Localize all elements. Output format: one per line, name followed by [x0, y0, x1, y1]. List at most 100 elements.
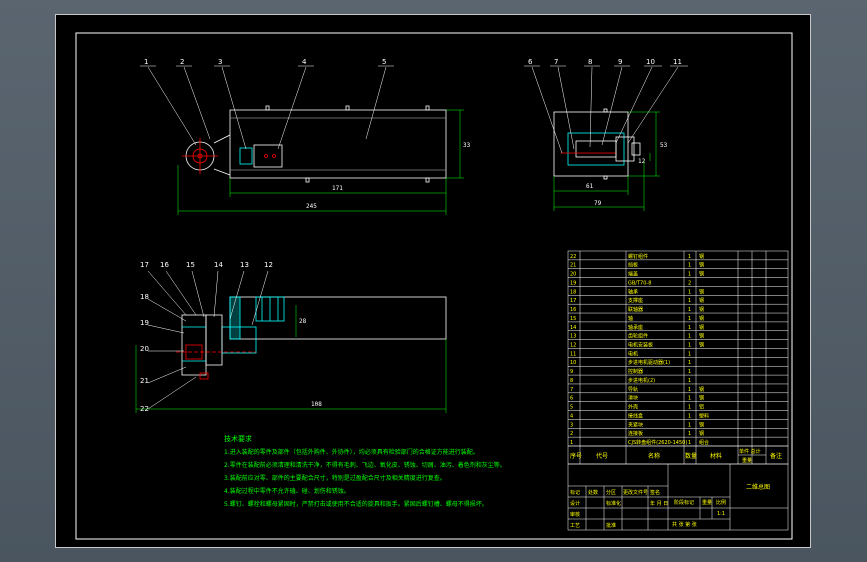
balloon-7: 7: [554, 58, 558, 66]
bom-cell-no: 19: [570, 280, 576, 286]
balloon-5: 5: [382, 58, 386, 66]
bom-cell-no: 2: [570, 431, 573, 437]
balloon-8: 8: [588, 58, 592, 66]
bom-cell-no: 6: [570, 396, 573, 402]
bom-cell-name: 电机: [628, 350, 638, 357]
side-leaders: [524, 65, 688, 154]
tb-drawing-title: 二维总图: [746, 483, 770, 491]
bom-cell-name: 轴承座: [628, 324, 643, 331]
bom-cell-no: 21: [570, 263, 576, 269]
balloon-12: 12: [264, 261, 273, 269]
tb-col-code: 代号: [596, 452, 608, 460]
bom-cell-qty: 1: [688, 325, 691, 331]
tb-col-name: 名称: [648, 452, 660, 460]
note-item-4: 4.装配过程中零件不允许磕、碰、划伤和锈蚀。: [224, 488, 350, 495]
bom-cell-qty: 1: [688, 405, 691, 411]
bom-cell-material: 钢: [699, 306, 704, 313]
bom-cell-qty: 1: [688, 298, 691, 304]
bom-cell-material: 塑料: [699, 412, 709, 419]
bom-cell-no: 7: [570, 387, 573, 393]
bom-cell-name: GB/T70-8: [628, 280, 651, 286]
bom-cell-material: 钢: [699, 262, 704, 269]
tb-sheet-labels: 共 张 第 张: [672, 521, 697, 528]
balloon-18: 18: [140, 293, 149, 301]
bom-cell-qty: 2: [688, 280, 691, 286]
bom-cell-material: 钢: [699, 395, 704, 402]
bom-table: [567, 250, 789, 447]
bom-cell-no: 8: [570, 378, 573, 384]
bom-cell-name: 螺钉组件: [628, 253, 648, 260]
section-view: [176, 296, 447, 380]
balloon-9: 9: [618, 58, 622, 66]
bom-cell-material: 钢: [699, 421, 704, 428]
bom-cell-no: 20: [570, 272, 576, 278]
dim-section-height: 28: [299, 318, 307, 325]
balloon-1: 1: [144, 58, 148, 66]
bom-cell-qty: 1: [688, 334, 691, 340]
balloon-19: 19: [140, 319, 149, 327]
balloon-6: 6: [528, 58, 533, 66]
tb-scale-value: 1:1: [717, 511, 725, 517]
bom-cell-qty: 1: [688, 263, 691, 269]
bom-cell-material: 铝: [699, 404, 704, 411]
dim-front-inner-length: 171: [332, 185, 343, 192]
section-dimensions: [135, 305, 447, 413]
bom-cell-name: 夹紧块: [628, 421, 643, 428]
assembly-drawing: 171 245 33 1 2 3 4 5 61: [75, 32, 793, 540]
section-leaders: [147, 270, 269, 410]
balloon-13: 13: [240, 261, 249, 269]
bom-cell-qty: 1: [688, 369, 691, 375]
bom-cell-name: 轴承: [628, 288, 638, 295]
bom-cell-name: 连接板: [628, 430, 643, 437]
bom-cell-name: 支撑座: [628, 297, 643, 304]
tb-col-remark: 备注: [770, 452, 782, 460]
bom-cell-name: CJS转盘组件(2620-1450): [628, 439, 687, 446]
bom-cell-material: 钢: [699, 253, 704, 260]
bom-cell-material: 钢: [699, 324, 704, 331]
tb-col-material: 材料: [710, 452, 722, 460]
bom-cell-qty: 1: [688, 378, 691, 384]
balloon-20: 20: [140, 345, 149, 353]
tb-change-label: 更改文件号: [623, 489, 648, 496]
bom-cell-no: 15: [570, 316, 576, 322]
bom-cell-qty: 1: [688, 316, 691, 322]
dim-side-small: 12: [638, 158, 646, 165]
bom-cell-qty: 1: [688, 351, 691, 357]
dim-section-total-length: 108: [311, 401, 322, 408]
balloon-10: 10: [646, 58, 655, 66]
tb-mark-label: 标记: [570, 489, 580, 496]
bom-cell-qty: 1: [688, 254, 691, 260]
bom-cell-no: 4: [570, 413, 573, 419]
bom-cell-name: 控制器: [628, 368, 643, 375]
balloon-17: 17: [140, 261, 149, 269]
front-dimensions: [177, 109, 464, 215]
bom-cell-no: 18: [570, 289, 576, 295]
bom-cell-no: 12: [570, 343, 576, 349]
tb-col-qty: 数量: [685, 452, 697, 460]
dim-side-total-width: 79: [594, 200, 602, 207]
tb-col-no: 序号: [570, 452, 582, 460]
dim-side-inner-width: 61: [586, 183, 594, 190]
bom-cell-material: 钢: [699, 315, 704, 322]
bom-cell-qty: 1: [688, 343, 691, 349]
front-leaders: [140, 65, 394, 150]
bom-cell-no: 10: [570, 360, 576, 366]
bom-cell-no: 3: [570, 422, 573, 428]
bom-cell-name: 轴: [628, 315, 633, 322]
bom-cell-no: 1: [570, 440, 573, 446]
bom-cell-material: 钢: [699, 288, 704, 295]
bom-cell-name: 挡板: [628, 262, 638, 269]
bom-cell-material: 钢: [699, 430, 704, 437]
technical-notes: 技术要求 1.进入装配的零件及部件（包括外购件、外协件），均必须具有检验部门的合…: [224, 433, 564, 511]
note-item-3: 3.装配前应对零、部件的主要配合尺寸，特别是过盈配合尺寸及相关精度进行复查。: [224, 475, 446, 482]
bom-cell-qty: 1: [688, 387, 691, 393]
side-dimensions: [553, 111, 660, 211]
note-item-5: 5.螺钉、螺栓和螺母紧固时，严禁打击或使用不合适的旋具和扳手。紧固后螺钉槽、螺母…: [224, 501, 488, 508]
bom-cell-material: 钢: [699, 333, 704, 340]
balloon-22: 22: [140, 405, 149, 413]
tb-col-weight: 单件 总计: [739, 448, 761, 455]
tb-process-label: 工艺: [570, 523, 580, 529]
bom-cell-material: 钢: [699, 342, 704, 349]
balloon-14: 14: [214, 261, 223, 269]
balloon-3: 3: [218, 58, 222, 66]
